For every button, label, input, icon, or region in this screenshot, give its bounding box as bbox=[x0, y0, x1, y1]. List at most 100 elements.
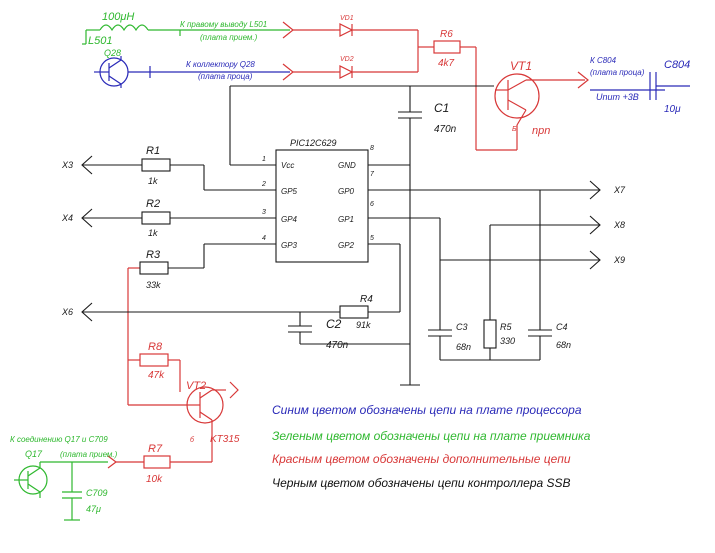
transistor-vt1 bbox=[494, 73, 540, 119]
r7-value: 10k bbox=[146, 474, 163, 485]
r5-name: R5 bbox=[500, 322, 512, 332]
r3-value: 33k bbox=[146, 280, 161, 290]
c4-name: C4 bbox=[556, 322, 568, 332]
receiver-board-circuits bbox=[14, 24, 290, 521]
note-q17-sub: (плата прием.) bbox=[60, 450, 118, 459]
c804-value: 10μ bbox=[664, 104, 681, 115]
resistor-r2 bbox=[141, 211, 171, 225]
vd2-label: VD2 bbox=[340, 56, 354, 63]
r1-name: R1 bbox=[146, 145, 160, 157]
note-q17: К соединению Q17 и С709 bbox=[10, 435, 108, 444]
pin4-name: GP3 bbox=[281, 241, 298, 250]
processor-board-circuits bbox=[94, 56, 690, 100]
pin8-number: 8 bbox=[370, 145, 374, 152]
resistor-r3 bbox=[139, 261, 169, 275]
c709-name: C709 bbox=[86, 488, 108, 498]
c3-value: 68n bbox=[456, 342, 471, 352]
resistor-r6 bbox=[433, 40, 461, 54]
pin3-name: GP4 bbox=[281, 215, 298, 224]
connector-x4: X4 bbox=[61, 213, 73, 223]
r3-name: R3 bbox=[146, 249, 161, 261]
r8-value: 47k bbox=[148, 370, 165, 381]
additional-circuits bbox=[107, 21, 589, 469]
pin4-number: 4 bbox=[262, 235, 266, 242]
blue-labels: К коллектору Q28 (плата проца) К С804 (п… bbox=[186, 56, 690, 115]
note-q28-sub: (плата проца) bbox=[198, 72, 253, 81]
pin3-number: 3 bbox=[262, 209, 266, 216]
c2-value: 470n bbox=[326, 340, 349, 351]
pin5-name: GP2 bbox=[338, 241, 355, 250]
r5-value: 330 bbox=[500, 336, 515, 346]
r8-name: R8 bbox=[148, 341, 163, 353]
diode-vd2 bbox=[339, 65, 354, 79]
c2-name: C2 bbox=[326, 317, 342, 331]
resistor-r8 bbox=[139, 353, 169, 367]
pin7-name: GP0 bbox=[338, 187, 355, 196]
r2-value: 1k bbox=[148, 228, 158, 238]
transistor-q17-label: Q17 bbox=[25, 449, 43, 459]
resistor-r1 bbox=[141, 158, 171, 172]
note-c804-sub: (плата проца) bbox=[590, 68, 645, 77]
c3-name: C3 bbox=[456, 322, 468, 332]
inductor-value: 100μH bbox=[102, 11, 134, 23]
pin5-number: 5 bbox=[370, 235, 374, 242]
red-labels: VD1 VD2 R6 4k7 VT1 npn Б R8 47k VT2 KT31… bbox=[146, 15, 550, 485]
green-labels: 100μH L501 Q28 К правому выводу L501 (пл… bbox=[10, 11, 267, 514]
connector-x3: X3 bbox=[61, 160, 73, 170]
connector-x6: X6 bbox=[61, 307, 73, 317]
connector-x7: X7 bbox=[613, 185, 626, 195]
legend-blue: Синим цветом обозначены цепи на плате пр… bbox=[272, 403, 582, 417]
legend-green: Зеленым цветом обозначены цепи на плате … bbox=[272, 429, 591, 443]
note-l501: К правому выводу L501 bbox=[180, 20, 267, 29]
pin2-number: 2 bbox=[261, 181, 266, 188]
pin6-number: 6 bbox=[370, 201, 374, 208]
legend-red: Красным цветом обозначены дополнительные… bbox=[272, 452, 571, 466]
vt2-name: VT2 bbox=[186, 380, 206, 392]
resistor-r5 bbox=[483, 319, 497, 349]
connector-x8: X8 bbox=[613, 220, 625, 230]
color-legend: Синим цветом обозначены цепи на плате пр… bbox=[272, 403, 591, 490]
r4-name: R4 bbox=[360, 294, 373, 305]
diode-vd1 bbox=[339, 23, 354, 37]
pin2-name: GP5 bbox=[281, 187, 298, 196]
pin1-number: 1 bbox=[262, 156, 266, 163]
vt2-type: KT315 bbox=[210, 434, 240, 445]
transistor-vt2 bbox=[186, 386, 224, 424]
note-l501-sub: (плата прием.) bbox=[200, 33, 258, 42]
vt1-name: VT1 bbox=[510, 59, 532, 73]
vt1-base: Б bbox=[512, 126, 517, 133]
connector-x9: X9 bbox=[613, 255, 625, 265]
pin1-name: Vcc bbox=[281, 161, 294, 170]
vd1-label: VD1 bbox=[340, 15, 354, 22]
resistor-r4 bbox=[339, 305, 369, 319]
legend-black: Черным цветом обозначены цепи контроллер… bbox=[272, 476, 571, 490]
note-c804: К С804 bbox=[590, 56, 617, 65]
r6-name: R6 bbox=[440, 29, 453, 40]
pin7-number: 7 bbox=[370, 171, 375, 178]
inductor-l501 bbox=[99, 24, 149, 32]
c4-value: 68n bbox=[556, 340, 571, 350]
r1-value: 1k bbox=[148, 176, 158, 186]
controller-circuits bbox=[81, 85, 601, 386]
vt1-type: npn bbox=[532, 125, 550, 137]
note-q28: К коллектору Q28 bbox=[186, 60, 255, 69]
transistor-q28-label: Q28 bbox=[104, 48, 121, 58]
r6-value: 4k7 bbox=[438, 58, 455, 69]
inductor-name: L501 bbox=[88, 35, 112, 47]
vt2-base: б bbox=[190, 436, 195, 444]
c1-name: C1 bbox=[434, 101, 449, 115]
black-labels: PIC12C629 1 Vcc 2 GP5 3 GP4 4 GP3 8 GND … bbox=[61, 101, 626, 352]
c804-name: C804 bbox=[664, 59, 690, 71]
ic-name: PIC12C629 bbox=[290, 138, 337, 148]
unum-label: Unum +3B bbox=[596, 92, 639, 102]
r2-name: R2 bbox=[146, 198, 160, 210]
r4-value: 91k bbox=[356, 320, 371, 330]
r7-name: R7 bbox=[148, 443, 163, 455]
c1-value: 470n bbox=[434, 124, 457, 135]
pin6-name: GP1 bbox=[338, 215, 354, 224]
pin8-name: GND bbox=[338, 161, 356, 170]
c709-value: 47μ bbox=[86, 504, 101, 514]
ic-pic12c629 bbox=[275, 149, 369, 263]
